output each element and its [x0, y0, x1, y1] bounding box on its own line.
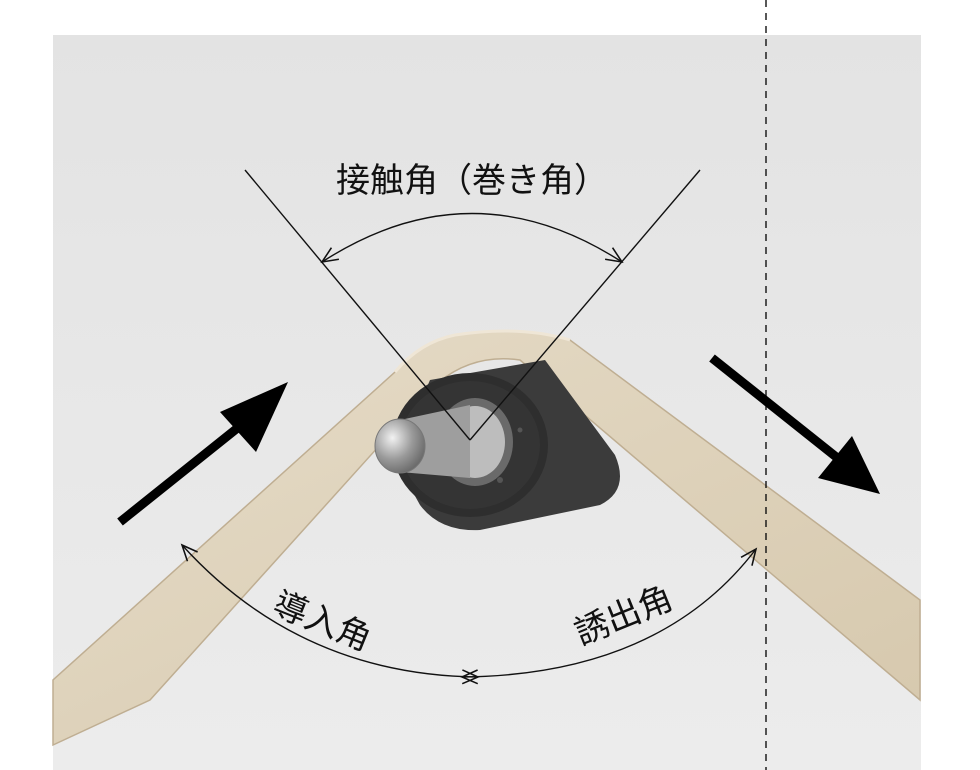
contact-angle-arc: [320, 212, 624, 264]
contact-line-left: [244, 169, 471, 441]
contact-angle-label: 接触角（巻き角）: [336, 161, 608, 201]
entry-angle-arc: [180, 543, 480, 685]
shaft: [374, 398, 513, 486]
contact-line-right: [469, 169, 701, 441]
arrow-out-icon: [709, 354, 880, 494]
belt: [52, 329, 921, 747]
exit-angle-arc: [460, 547, 758, 685]
arrow-in-icon: [117, 382, 288, 526]
